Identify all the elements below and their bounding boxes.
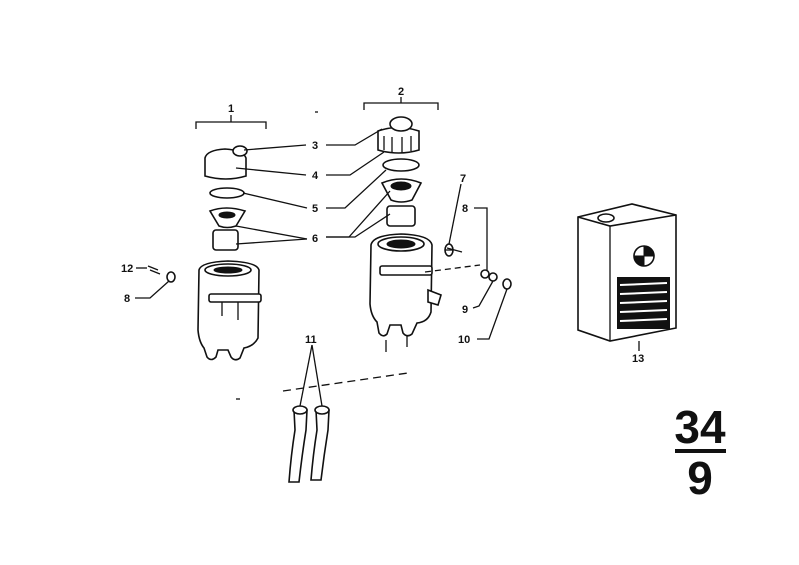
hoses-part-11[interactable] (288, 405, 330, 483)
leader-lines (135, 97, 640, 407)
callout-2[interactable]: 2 (398, 86, 404, 98)
reservoir-cap-right[interactable] (377, 116, 420, 154)
reservoir-cap-left[interactable] (204, 145, 248, 180)
filter-left[interactable] (208, 207, 247, 229)
callout-8-right[interactable]: 8 (462, 203, 468, 215)
right-reservoir-assembly[interactable] (369, 116, 512, 352)
fluid-can-part-13[interactable] (577, 203, 677, 342)
filter-right[interactable] (380, 178, 423, 203)
seal-ring-left[interactable] (209, 187, 245, 199)
grommet-right[interactable] (480, 269, 490, 279)
group-number-sub: 9 (687, 452, 713, 504)
callout-5[interactable]: 5 (312, 203, 318, 215)
filter-element-left[interactable] (212, 229, 239, 251)
callout-labels: 1 2 3 4 5 6 7 8 9 10 11 12 8 13 (121, 86, 644, 365)
grommet-left[interactable] (166, 271, 176, 283)
group-number-main: 34 (674, 401, 726, 453)
reservoir-body-left[interactable] (197, 260, 262, 361)
callout-7[interactable]: 7 (460, 173, 466, 185)
seal-ring-right[interactable] (382, 158, 420, 172)
left-reservoir-assembly[interactable] (147, 145, 262, 361)
callout-12[interactable]: 12 (121, 263, 133, 275)
callout-1[interactable]: 1 (228, 103, 234, 115)
callout-4[interactable]: 4 (312, 170, 319, 182)
callout-6[interactable]: 6 (312, 233, 318, 245)
clip-part-12[interactable] (147, 265, 161, 275)
callout-9[interactable]: 9 (462, 304, 468, 316)
group-number: 34 9 (674, 401, 726, 504)
callout-13[interactable]: 13 (632, 353, 644, 365)
screw-part-7[interactable] (444, 243, 454, 257)
nut-part-10[interactable] (502, 278, 512, 290)
washer-part-9[interactable] (488, 272, 498, 282)
callout-10[interactable]: 10 (458, 334, 470, 346)
callout-3[interactable]: 3 (312, 140, 318, 152)
callout-11[interactable]: 11 (305, 334, 317, 346)
reservoir-body-right[interactable] (369, 233, 442, 352)
filter-element-right[interactable] (386, 205, 416, 227)
callout-8-left[interactable]: 8 (124, 293, 130, 305)
